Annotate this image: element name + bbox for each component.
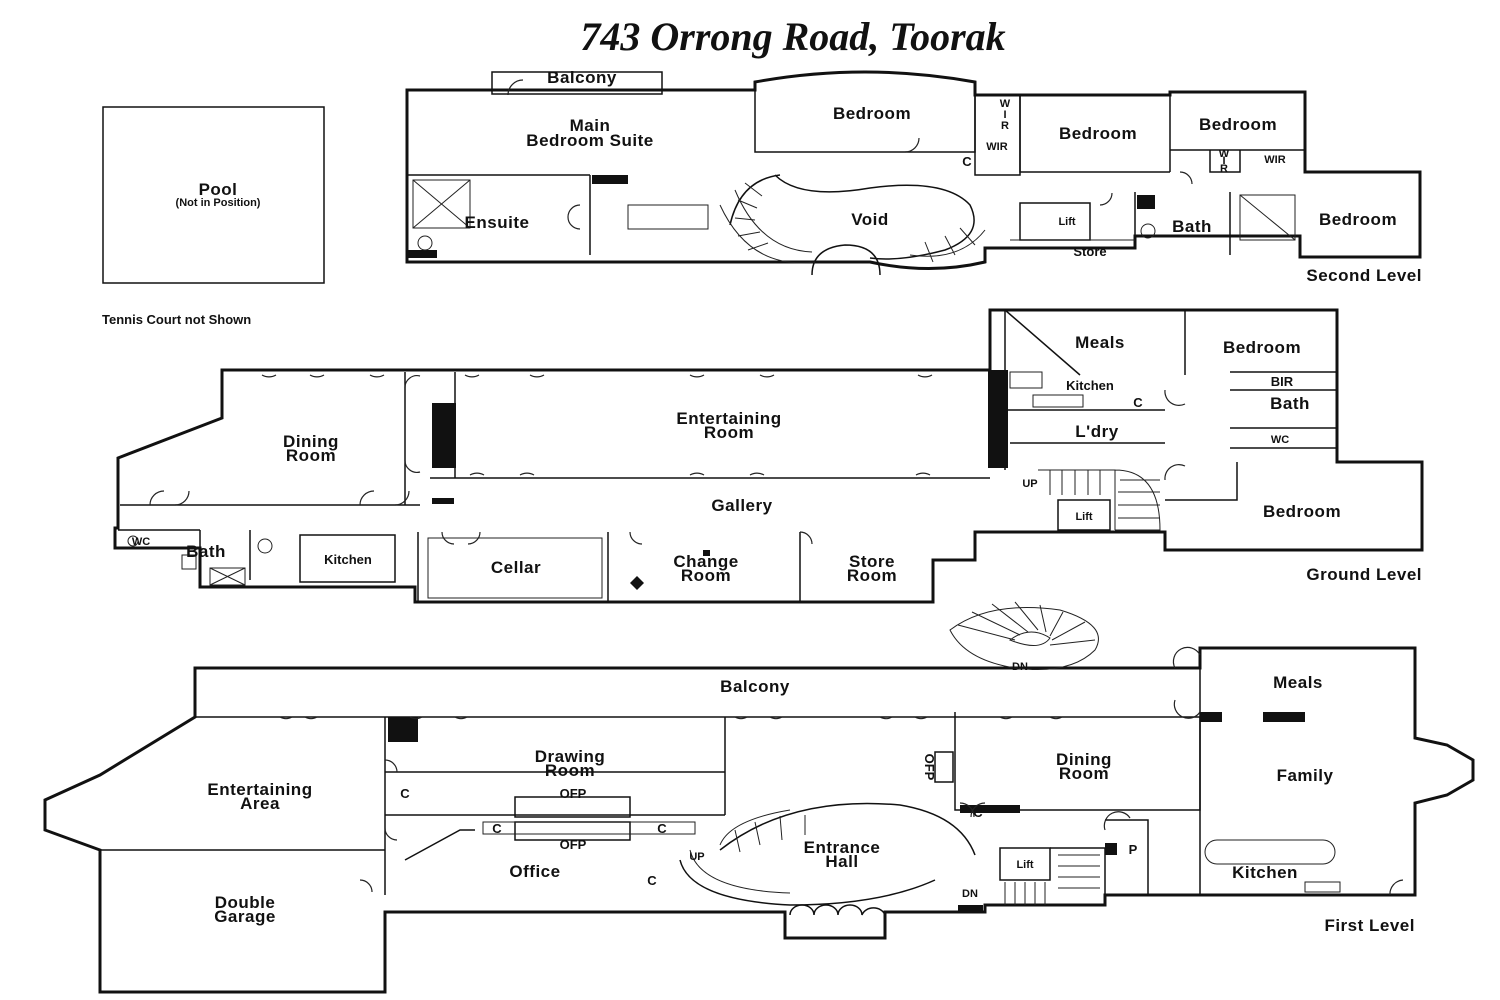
entertaining-area-label-1: Entertaining xyxy=(207,780,312,799)
ground-bedroom-b-label: Bedroom xyxy=(1263,502,1341,521)
main-bedroom-label-1: Main xyxy=(570,116,611,135)
first-kitchen-label: Kitchen xyxy=(1232,863,1298,882)
second-bath-label: Bath xyxy=(1172,217,1212,236)
ground-dining-label-1: Dining xyxy=(283,432,339,451)
double-garage-label-2: Garage xyxy=(214,907,276,926)
ground-c-label: C xyxy=(1133,395,1143,410)
first-c-3-label: C xyxy=(657,821,667,836)
first-level-label: First Level xyxy=(1324,916,1415,935)
first-c-1-label: C xyxy=(400,786,410,801)
first-dn-top-label: DN xyxy=(1012,661,1028,673)
second-lift-label: Lift xyxy=(1058,216,1075,228)
entrance-hall-label-2: Hall xyxy=(825,852,858,871)
pool-note: (Not in Position) xyxy=(176,197,261,209)
wir-4-label: WIR xyxy=(1264,154,1285,166)
ground-bath-right-label: Bath xyxy=(1270,394,1310,413)
laundry-label: L'dry xyxy=(1075,422,1118,441)
family-label: Family xyxy=(1277,766,1334,785)
first-c-4-label: C xyxy=(647,873,657,888)
second-level-label: Second Level xyxy=(1306,266,1422,285)
wir-2-label: WIR xyxy=(986,141,1007,153)
first-balcony-label: Balcony xyxy=(720,677,790,696)
pantry-label: P xyxy=(1129,842,1138,857)
ground-level-label: Ground Level xyxy=(1306,565,1422,584)
gallery-label: Gallery xyxy=(711,496,772,515)
first-c-5-label: C xyxy=(973,805,983,820)
plan-title: 743 Orrong Road, Toorak xyxy=(580,14,1005,59)
main-bedroom-label-2: Bedroom Suite xyxy=(526,131,653,150)
ensuite-label: Ensuite xyxy=(465,213,530,232)
second-bedroom-b-label: Bedroom xyxy=(1059,124,1137,143)
wir-1-w: W xyxy=(1000,98,1011,110)
change-room-label-2: Room xyxy=(681,566,731,585)
entertaining-room-label-2: Room xyxy=(704,423,754,442)
office-label: Office xyxy=(509,862,560,881)
ground-up-label: UP xyxy=(1022,478,1037,490)
first-lift-label: Lift xyxy=(1016,859,1033,871)
pool: Pool (Not in Position) xyxy=(102,106,325,284)
wir-3-w: W xyxy=(1219,148,1230,160)
first-dn-label: DN xyxy=(962,888,978,900)
pool-label: Pool xyxy=(199,180,238,199)
second-bedroom-c-label: Bedroom xyxy=(1199,115,1277,134)
ground-level-plan: Meals Kitchen C L'dry Bedroom BIR Bath W… xyxy=(113,308,1424,604)
ofp-drawing-label: OFP xyxy=(560,786,587,801)
drawing-room-label-2: Room xyxy=(545,761,595,780)
ground-bedroom-a-label: Bedroom xyxy=(1223,338,1301,357)
ofp-office-label: OFP xyxy=(560,837,587,852)
ground-kitchen-label: Kitchen xyxy=(1066,378,1114,393)
second-bedroom-a-label: Bedroom xyxy=(833,104,911,123)
wir-1-r: R xyxy=(1001,120,1009,132)
entertaining-area-label-2: Area xyxy=(240,794,280,813)
second-bedroom-d-label: Bedroom xyxy=(1319,210,1397,229)
ground-wc-left-label: WC xyxy=(132,536,150,548)
second-balcony xyxy=(491,71,663,95)
ground-bath-left-label: Bath xyxy=(186,542,226,561)
first-c-2-label: C xyxy=(492,821,502,836)
tennis-court-note: Tennis Court not Shown xyxy=(102,312,251,327)
ground-wc-right-label: WC xyxy=(1271,434,1289,446)
void-label: Void xyxy=(851,210,889,229)
double-garage-label-1: Double xyxy=(215,893,276,912)
first-meals-label: Meals xyxy=(1273,673,1323,692)
second-store-label: Store xyxy=(1073,244,1106,259)
first-dining-label-2: Room xyxy=(1059,764,1109,783)
drawing-room-label-1: Drawing xyxy=(535,747,606,766)
ground-dining-label-2: Room xyxy=(286,446,336,465)
wir-1-i: I xyxy=(1003,109,1006,121)
second-level-plan: Balcony Main Bedroom Suite Bedroom Bedro… xyxy=(405,68,1422,285)
change-room-label-1: Change xyxy=(673,552,738,571)
cellar-label: Cellar xyxy=(491,558,541,577)
entrance-hall-label-1: Entrance xyxy=(804,838,881,857)
first-level-plan: Balcony DN Meals Family Kitchen P Entert… xyxy=(43,601,1475,994)
bir-label: BIR xyxy=(1271,374,1294,389)
wir-3-i: I xyxy=(1222,155,1225,167)
first-dining-label-1: Dining xyxy=(1056,750,1112,769)
store-room-label-2: Room xyxy=(847,566,897,585)
store-room-label-1: Store xyxy=(849,552,895,571)
second-c-label: C xyxy=(962,154,972,169)
second-balcony-label: Balcony xyxy=(547,68,617,87)
entertaining-room-label-1: Entertaining xyxy=(676,409,781,428)
ground-kitchen-left-label: Kitchen xyxy=(324,552,372,567)
first-up-label: UP xyxy=(689,851,704,863)
ofp-hall-label: OFP xyxy=(922,754,937,781)
ground-meals-label: Meals xyxy=(1075,333,1125,352)
ground-lift-label: Lift xyxy=(1075,511,1092,523)
wir-3-r: R xyxy=(1220,163,1228,175)
